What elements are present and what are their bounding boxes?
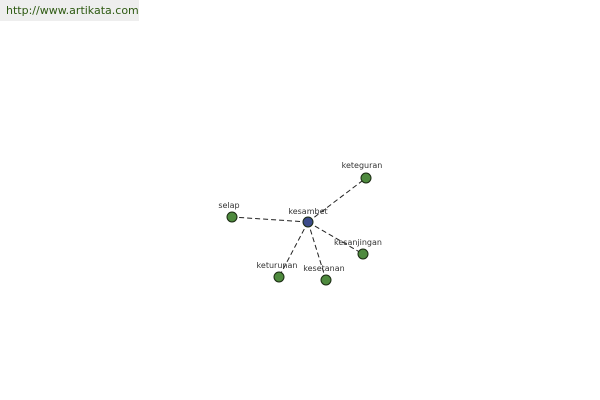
node-label-kesanjingan[interactable]: kesanjingan: [334, 238, 382, 247]
edge-kesambet-keteguran: [307, 177, 367, 223]
edge-kesambet-kesetanan: [307, 221, 327, 281]
node-keteguran[interactable]: [360, 172, 372, 184]
center-node-kesambet[interactable]: [302, 216, 314, 228]
edge-kesambet-selap: [231, 216, 309, 223]
node-label-keturunan[interactable]: keturunan: [257, 261, 298, 270]
node-label-kesambet[interactable]: kesambet: [288, 207, 327, 216]
node-label-kesetanan[interactable]: kesetanan: [303, 264, 344, 273]
graph-labels: keteguran selap kesanjingan keturunan keseta…: [218, 161, 382, 273]
node-label-selap[interactable]: selap: [218, 201, 239, 210]
node-keturunan[interactable]: [273, 271, 285, 283]
edge-kesambet-keturunan: [278, 221, 309, 278]
node-selap[interactable]: [226, 211, 238, 223]
node-kesanjingan[interactable]: [357, 248, 369, 260]
node-kesetanan[interactable]: [320, 274, 332, 286]
graph-edges: [231, 177, 367, 281]
graph-nodes: [226, 172, 372, 286]
node-label-keteguran[interactable]: keteguran: [342, 161, 383, 170]
edge-kesambet-kesanjingan: [307, 221, 364, 255]
watermark-url: http://www.artikata.com: [0, 0, 139, 21]
